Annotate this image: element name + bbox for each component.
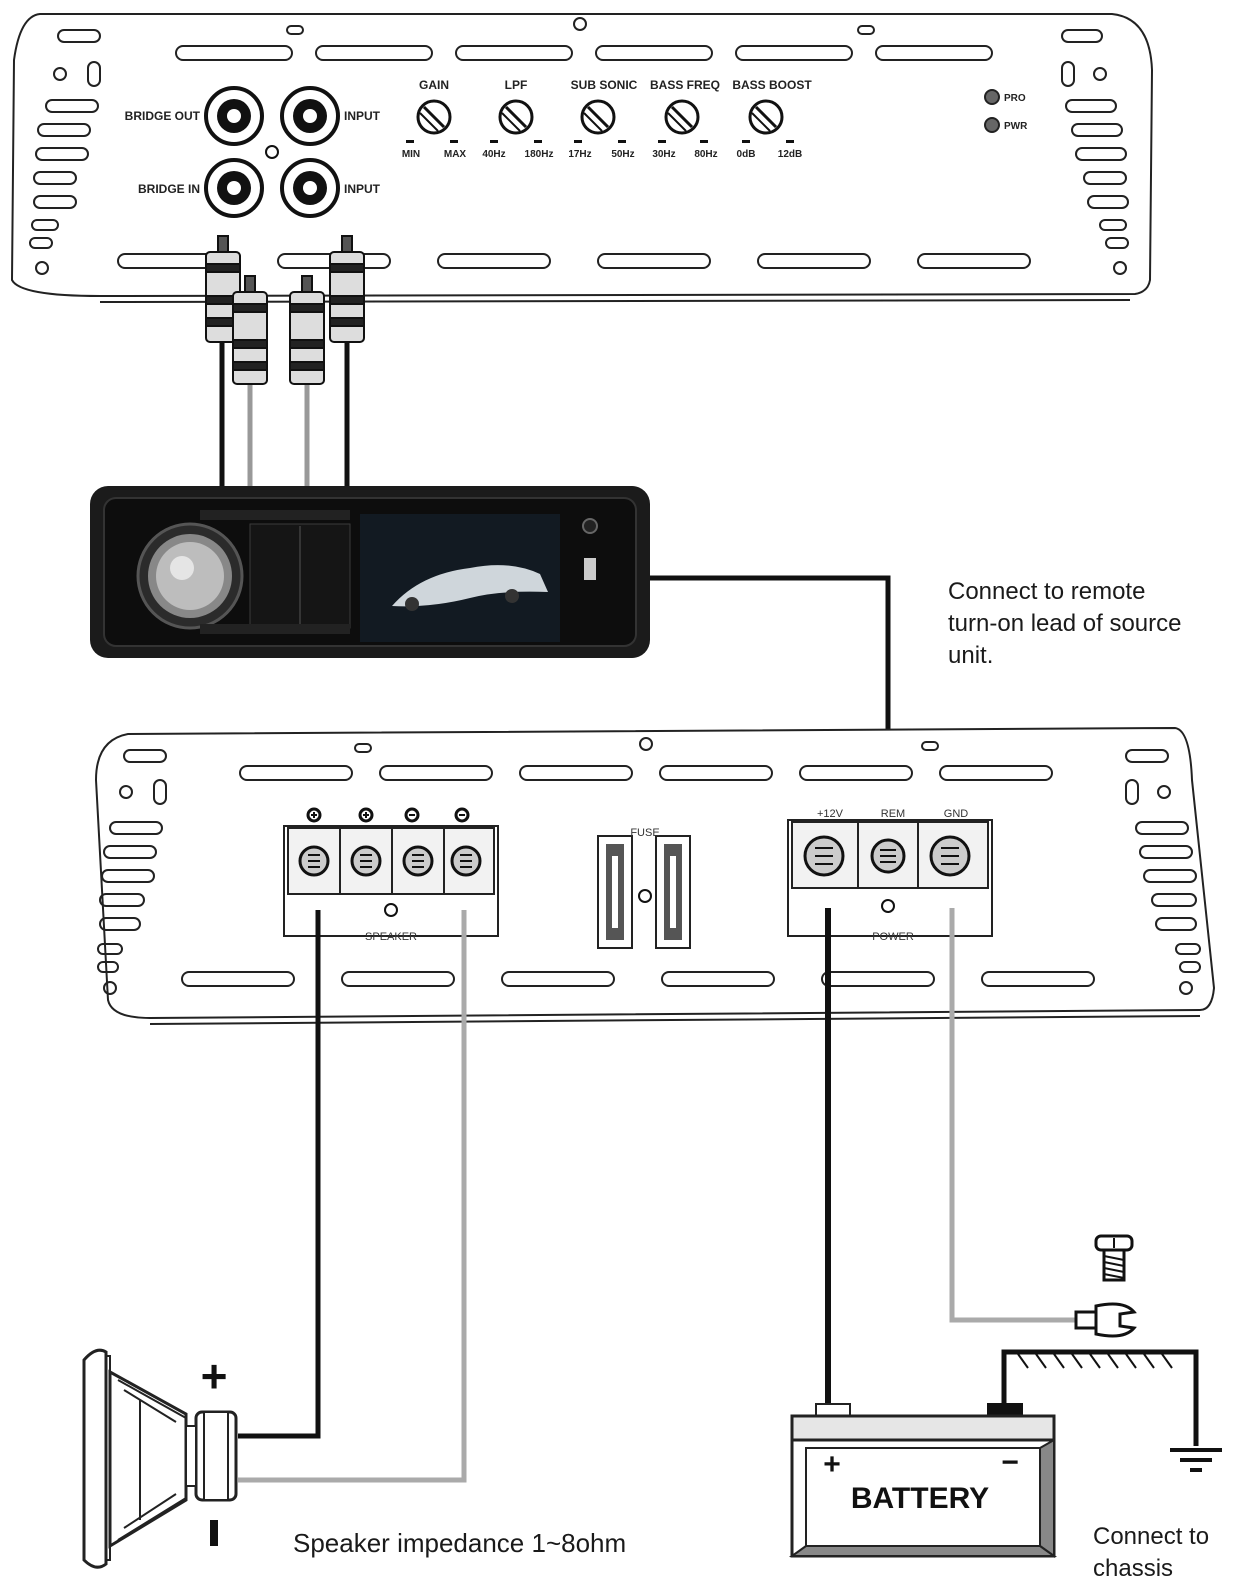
battery-minus-sign: − <box>1001 1446 1019 1479</box>
power-block-label: POWER <box>872 931 914 943</box>
svg-text:MAX: MAX <box>444 149 467 160</box>
bridge-out-label: BRIDGE OUT <box>125 109 201 123</box>
svg-text:30Hz: 30Hz <box>652 149 675 160</box>
ground-symbol-icon <box>1170 1448 1222 1472</box>
speaker-block-label: SPEAKER <box>365 931 417 943</box>
head-unit <box>90 486 650 658</box>
svg-text:12dB: 12dB <box>778 149 802 160</box>
rca-bridge-out-jack <box>204 86 264 146</box>
knob-sub-sonic[interactable]: SUB SONIC 17Hz 50Hz <box>568 78 637 160</box>
knob-bass-freq[interactable]: BASS FREQ 30Hz 80Hz <box>650 78 720 160</box>
terminal-12v-label: +12V <box>817 808 844 820</box>
rca-input-jack-top <box>280 86 340 146</box>
terminal-rem-label: REM <box>881 808 905 820</box>
rca-bridge-in-jack <box>204 158 264 218</box>
svg-text:0dB: 0dB <box>737 149 756 160</box>
bottom-amplifier-panel: SPEAKER FUSE +12V <box>94 726 1216 1025</box>
svg-text:180Hz: 180Hz <box>525 149 554 160</box>
chassis-note: Connect to chassis <box>1093 1523 1210 1582</box>
battery-label: BATTERY <box>851 1482 989 1515</box>
speaker-positive-wire <box>238 910 321 1439</box>
svg-text:GAIN: GAIN <box>419 78 449 92</box>
volume-knob[interactable] <box>136 522 244 630</box>
knob-gain[interactable]: GAIN MIN MAX <box>402 78 467 160</box>
svg-text:LPF: LPF <box>505 78 528 92</box>
remote-turn-on-note: Connect to remote turn-on lead of source… <box>948 578 1182 669</box>
bridge-in-label: BRIDGE IN <box>138 182 200 196</box>
input-label-top: INPUT <box>344 109 381 123</box>
ground-wire <box>949 908 1078 1323</box>
svg-text:50Hz: 50Hz <box>611 149 634 160</box>
rca-input-jack-bottom <box>280 158 340 218</box>
rca-cables <box>205 235 365 490</box>
pwr-led: PWR <box>984 117 1028 133</box>
svg-text:MIN: MIN <box>402 149 420 160</box>
speaker-minus-sign <box>210 1520 218 1546</box>
svg-text:BASS FREQ: BASS FREQ <box>650 78 720 92</box>
battery-plus-sign: + <box>823 1448 841 1481</box>
speaker-plus-sign: + <box>201 1350 228 1402</box>
svg-text:SUB SONIC: SUB SONIC <box>571 78 638 92</box>
head-unit-display <box>360 514 560 642</box>
svg-text:BASS BOOST: BASS BOOST <box>732 78 812 92</box>
svg-text:80Hz: 80Hz <box>694 149 717 160</box>
knob-lpf[interactable]: LPF 40Hz 180Hz <box>482 78 553 160</box>
power-terminal-block: +12V REM GND POWER <box>787 808 993 943</box>
svg-text:PWR: PWR <box>1004 121 1028 132</box>
fuse-label: FUSE <box>630 827 659 839</box>
svg-text:17Hz: 17Hz <box>568 149 591 160</box>
svg-text:PRO: PRO <box>1004 93 1026 104</box>
speaker-terminal-block: SPEAKER <box>283 807 499 943</box>
fuse-holder: FUSE <box>597 827 691 949</box>
aux-port <box>582 518 598 580</box>
top-amplifier-panel: BRIDGE OUT INPUT BRIDGE IN INPUT GAIN MI… <box>10 13 1154 303</box>
pro-led: PRO <box>984 89 1026 105</box>
speaker-negative-wire <box>238 910 467 1483</box>
screw-icon <box>1094 1234 1134 1282</box>
subwoofer-speaker: + <box>82 1348 238 1569</box>
chassis-ground <box>1001 1349 1222 1472</box>
terminal-gnd-label: GND <box>944 808 969 820</box>
ring-terminal-icon <box>1074 1302 1137 1338</box>
svg-text:40Hz: 40Hz <box>482 149 505 160</box>
knob-bass-boost[interactable]: BASS BOOST 0dB 12dB <box>732 78 812 160</box>
battery: + − BATTERY <box>788 1403 1058 1558</box>
speaker-impedance-note: Speaker impedance 1~8ohm <box>293 1528 627 1558</box>
input-label-bottom: INPUT <box>344 182 381 196</box>
